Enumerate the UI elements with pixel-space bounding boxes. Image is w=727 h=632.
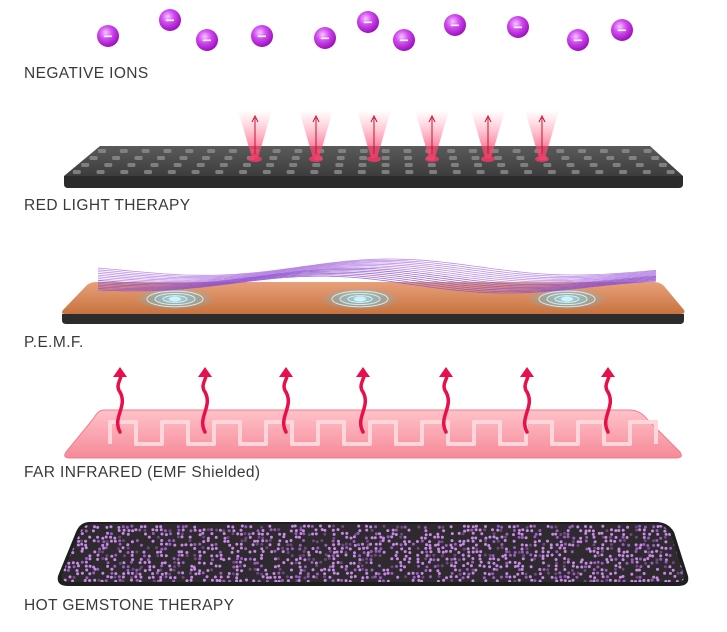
red-led-mat-icon [64,110,683,188]
hot-gemstone-layer [0,512,727,592]
negative-ions-layer: − − − − − − − − − − − [0,0,727,60]
ion-particle-icon: − [357,11,379,33]
red-light-beam [525,110,559,162]
infrared-heat-arrow-icon [356,367,370,434]
red-light-beam [299,110,333,162]
svg-text:−: − [165,14,176,29]
gemstone-mat-icon [57,522,689,586]
ion-particle-icon: − [196,29,218,51]
red-light-therapy-layer [0,108,727,193]
infrared-heat-arrow-icon [520,367,534,434]
red-light-beam [471,110,505,162]
ion-particle-icon: − [159,9,181,31]
layer-label-negative-ions: NEGATIVE IONS [24,65,149,82]
svg-text:−: − [513,21,524,36]
layer-label-far-infrared: FAR INFRARED (EMF Shielded) [24,464,261,481]
ion-particles: − − − − − − − − − − − [97,9,633,51]
far-infrared-layer [0,362,727,462]
layer-label-hot-gemstone: HOT GEMSTONE THERAPY [24,597,235,614]
ion-particle-icon: − [507,16,529,38]
infrared-heat-arrow-icon [198,367,212,434]
magnetic-wave-icon [62,258,685,324]
red-light-beam [238,110,272,162]
red-light-beam [415,110,449,162]
ion-particle-icon: − [393,29,415,51]
svg-text:−: − [617,24,628,39]
pemf-layer [0,238,727,330]
ion-particle-icon: − [611,19,633,41]
svg-text:−: − [202,34,213,49]
red-light-beam [357,110,391,162]
infrared-heat-arrow-icon [279,367,293,434]
ion-particle-icon: − [251,25,273,47]
layer-label-red-light-therapy: RED LIGHT THERAPY [24,197,191,214]
layer-label-pemf: P.E.M.F. [24,334,84,351]
infrared-heat-arrow-icon [64,367,682,459]
pemf-coil-icon [135,288,215,310]
svg-text:−: − [257,30,268,45]
svg-text:−: − [399,34,410,49]
ion-particle-icon: − [97,25,119,47]
infrared-heat-arrow-icon [601,367,615,434]
ion-particle-icon: − [444,14,466,36]
infrared-heat-arrow-icon [439,367,453,434]
ion-particle-icon: − [314,27,336,49]
ion-particle-icon: − [567,29,589,51]
svg-text:−: − [363,16,374,31]
svg-text:−: − [573,34,584,49]
svg-text:−: − [320,32,331,47]
pemf-coil-icon [320,288,400,310]
svg-text:−: − [450,19,461,34]
svg-text:−: − [103,30,114,45]
infrared-heat-arrow-icon [113,367,127,434]
pemf-coil-icon [527,288,607,310]
